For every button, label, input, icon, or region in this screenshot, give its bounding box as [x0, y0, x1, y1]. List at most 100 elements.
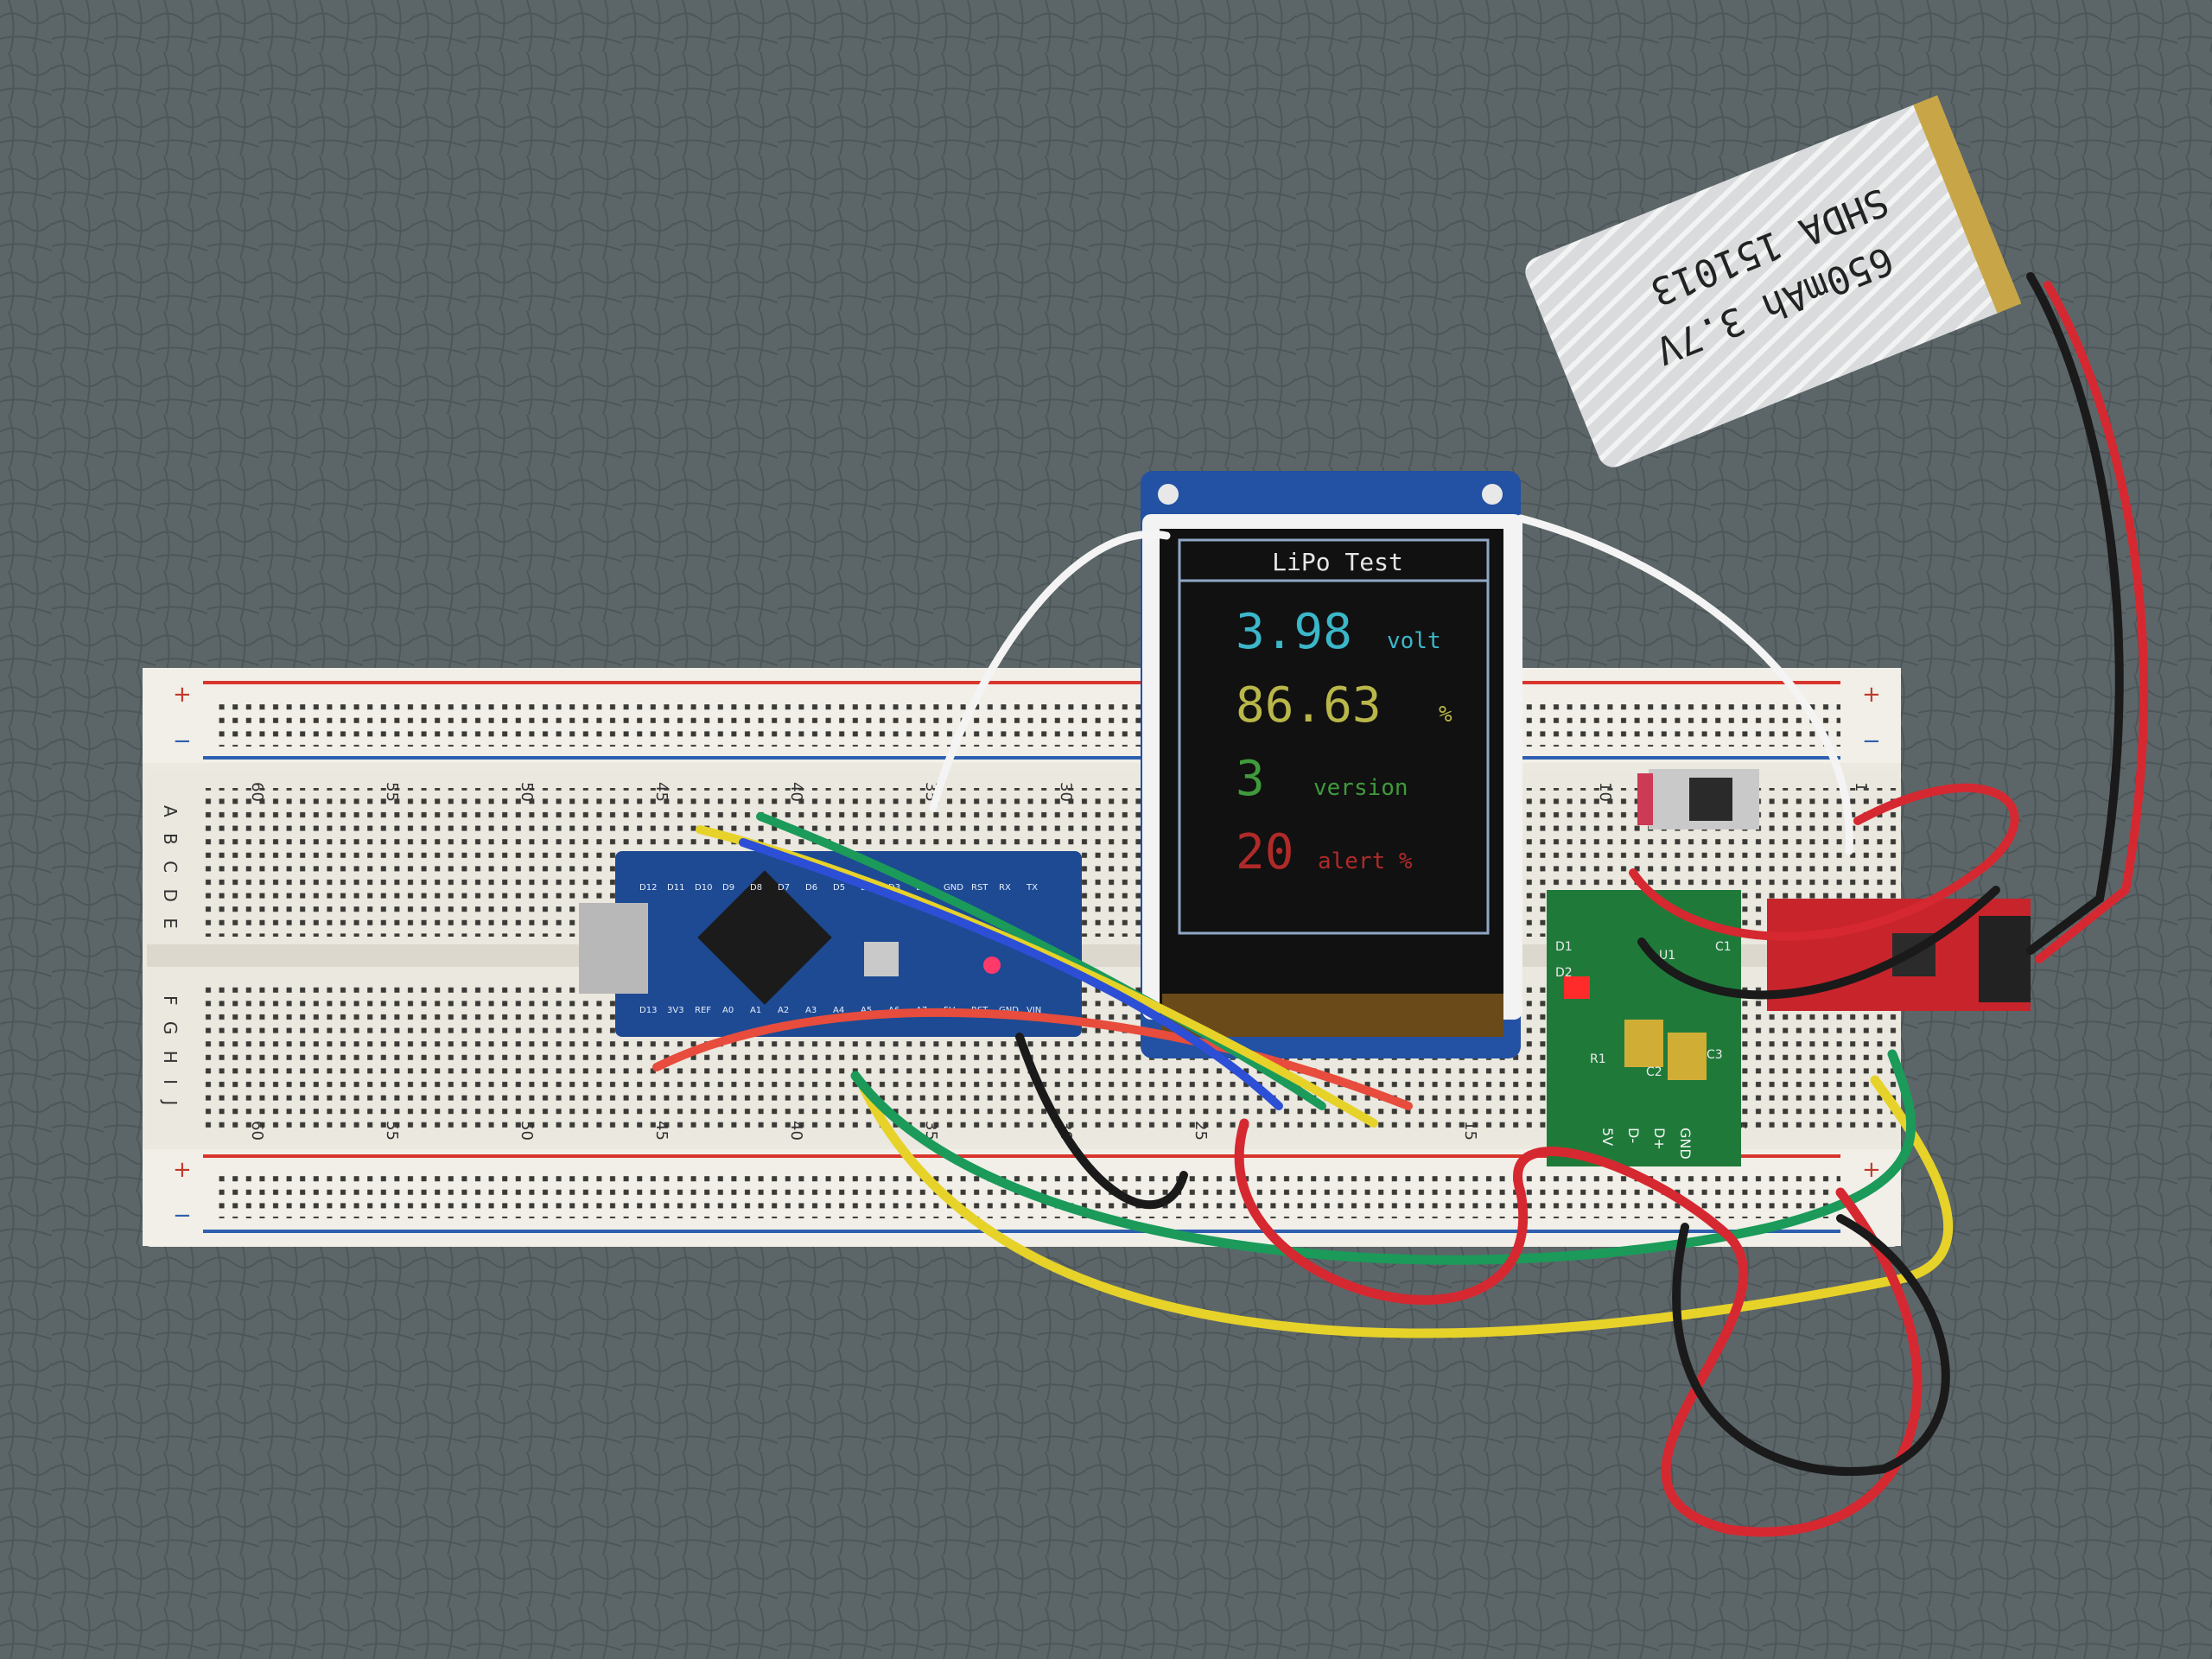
lipo-battery: 650mAh 3.7V SHDA 151013: [1525, 95, 2022, 467]
svg-text:R1: R1: [1590, 1052, 1606, 1066]
slide-switch: [1637, 769, 1759, 830]
red-wire-b: [1234, 1118, 1923, 1537]
svg-text:D2: D2: [1555, 966, 1573, 980]
alert-value: 20: [1236, 824, 1294, 880]
svg-text:D8: D8: [750, 883, 762, 893]
charge-led: [1564, 976, 1590, 999]
svg-text:RST: RST: [971, 883, 988, 893]
battery-tab: [1913, 95, 2022, 314]
screen-title: LiPo Test: [1272, 548, 1403, 576]
svg-text:D1: D1: [1555, 940, 1573, 954]
bottom-number: 60: [248, 1121, 266, 1141]
black-wire-c: [1637, 886, 2000, 1000]
svg-text:D5: D5: [833, 883, 845, 893]
top-number: 10: [1596, 782, 1614, 802]
top-number: 30: [1057, 782, 1075, 802]
blue-wire-a: [739, 838, 1283, 1110]
screen-frame: [1178, 538, 1490, 935]
version-value: 3: [1236, 751, 1265, 807]
rail-minus-label-top-left: −: [173, 728, 192, 754]
top-number: 40: [787, 782, 805, 802]
row-letters-top: A B C D E: [160, 805, 181, 934]
red-wire-c: [1629, 783, 2019, 941]
mount-hole-right: [1482, 484, 1503, 505]
svg-text:3V3: 3V3: [667, 1006, 684, 1015]
switch-knob: [1689, 778, 1732, 821]
svg-text:D7: D7: [778, 883, 790, 893]
svg-text:RX: RX: [999, 883, 1011, 893]
svg-text:A2: A2: [778, 1006, 789, 1015]
svg-text:C3: C3: [1707, 1048, 1723, 1062]
charger-board: D1 D2 C1 C2 C3 R1 U1 5V D- D+ GND: [1547, 890, 1741, 1166]
rail-minus-label-bottom-left: −: [173, 1203, 192, 1229]
svg-text:REF: REF: [695, 1006, 711, 1015]
version-label: version: [1313, 775, 1408, 801]
top-number: 50: [518, 782, 536, 802]
green-wire-b: [850, 1049, 1916, 1265]
flex-cable: [1162, 994, 1503, 1037]
black-wire-b: [1672, 1214, 1950, 1476]
alert-label: alert %: [1318, 849, 1413, 874]
top-number: 1: [1852, 782, 1870, 791]
yellow-wire-b: [859, 1075, 1954, 1338]
jst-connector: [1979, 916, 2031, 1002]
display-screen: [1160, 529, 1503, 1021]
bottom-number: 45: [652, 1121, 671, 1141]
voltage-unit: volt: [1387, 628, 1441, 654]
svg-text:A4: A4: [833, 1006, 844, 1015]
svg-text:A1: A1: [750, 1006, 761, 1015]
bottom-number: 55: [383, 1121, 401, 1141]
jumper-wires: [652, 272, 2149, 1537]
bottom-number: 40: [787, 1121, 805, 1141]
svg-text:GND: GND: [944, 883, 963, 893]
tft-display-module: LiPo Test 3.98 volt 86.63 % 3 version 20…: [1141, 471, 1522, 1058]
bottom-number: 15: [1461, 1121, 1479, 1141]
svg-text:D10: D10: [695, 883, 712, 893]
top-rail-holes: [216, 696, 1840, 747]
white-wire-left: [929, 530, 1171, 812]
percent-unit: %: [1439, 702, 1452, 728]
svg-text:TX: TX: [1026, 883, 1038, 893]
red-wire-a: [652, 1007, 1413, 1110]
svg-text:C2: C2: [1646, 1065, 1662, 1079]
battery-black-wire: [2026, 272, 2124, 955]
rail-plus-label-top-right: +: [1862, 682, 1881, 708]
arduino-nano: D12 D11 D10 D9 D8 D7 D6 D5 D4 D3 D2 GND …: [579, 851, 1082, 1037]
svg-text:U1: U1: [1659, 949, 1675, 963]
svg-text:C1: C1: [1715, 940, 1732, 954]
svg-text:5V: 5V: [1599, 1128, 1616, 1146]
charger-component-labels: D1 D2 C1 C2 C3 R1 U1: [1555, 940, 1732, 1079]
switch-marker: [1637, 773, 1653, 825]
svg-text:D-: D-: [1625, 1128, 1642, 1143]
bottom-number: 25: [1192, 1121, 1210, 1141]
svg-text:D6: D6: [805, 883, 817, 893]
svg-text:VIN: VIN: [1027, 1006, 1041, 1015]
bottom-number: 50: [518, 1121, 536, 1141]
svg-text:D9: D9: [722, 883, 734, 893]
usb-connector: [579, 903, 648, 994]
black-wire-a: [1015, 1033, 1188, 1210]
mount-hole-left: [1158, 484, 1179, 505]
svg-text:D13: D13: [639, 1006, 657, 1015]
charger-pin-labels: 5V D- D+ GND: [1599, 1128, 1694, 1160]
svg-text:A3: A3: [805, 1006, 817, 1015]
svg-text:A0: A0: [722, 1006, 734, 1015]
rail-plus-label-bottom-left: +: [173, 1157, 192, 1183]
bottom-number: 35: [922, 1121, 940, 1141]
green-wire-a: [756, 812, 1326, 1110]
arduino-pcb: [615, 851, 1082, 1037]
pin-labels-top: D12 D11 D10 D9 D8 D7 D6 D5 D4 D3 D2 GND …: [639, 883, 1038, 893]
row-letters-bottom: F G H I J: [160, 995, 181, 1110]
rail-plus-label-top-left: +: [173, 682, 192, 708]
capacitor-2: [1668, 1033, 1707, 1080]
microcontroller-chip: [697, 870, 832, 1005]
top-number: 60: [248, 782, 266, 802]
battery-body: [1525, 103, 2009, 467]
power-led: [983, 957, 1001, 974]
voltage-value: 3.98: [1236, 604, 1352, 660]
white-wire-right: [1516, 514, 1853, 855]
rail-plus-label-bottom-right: +: [1862, 1157, 1881, 1183]
svg-text:D11: D11: [667, 883, 684, 893]
svg-text:A5: A5: [861, 1006, 872, 1015]
